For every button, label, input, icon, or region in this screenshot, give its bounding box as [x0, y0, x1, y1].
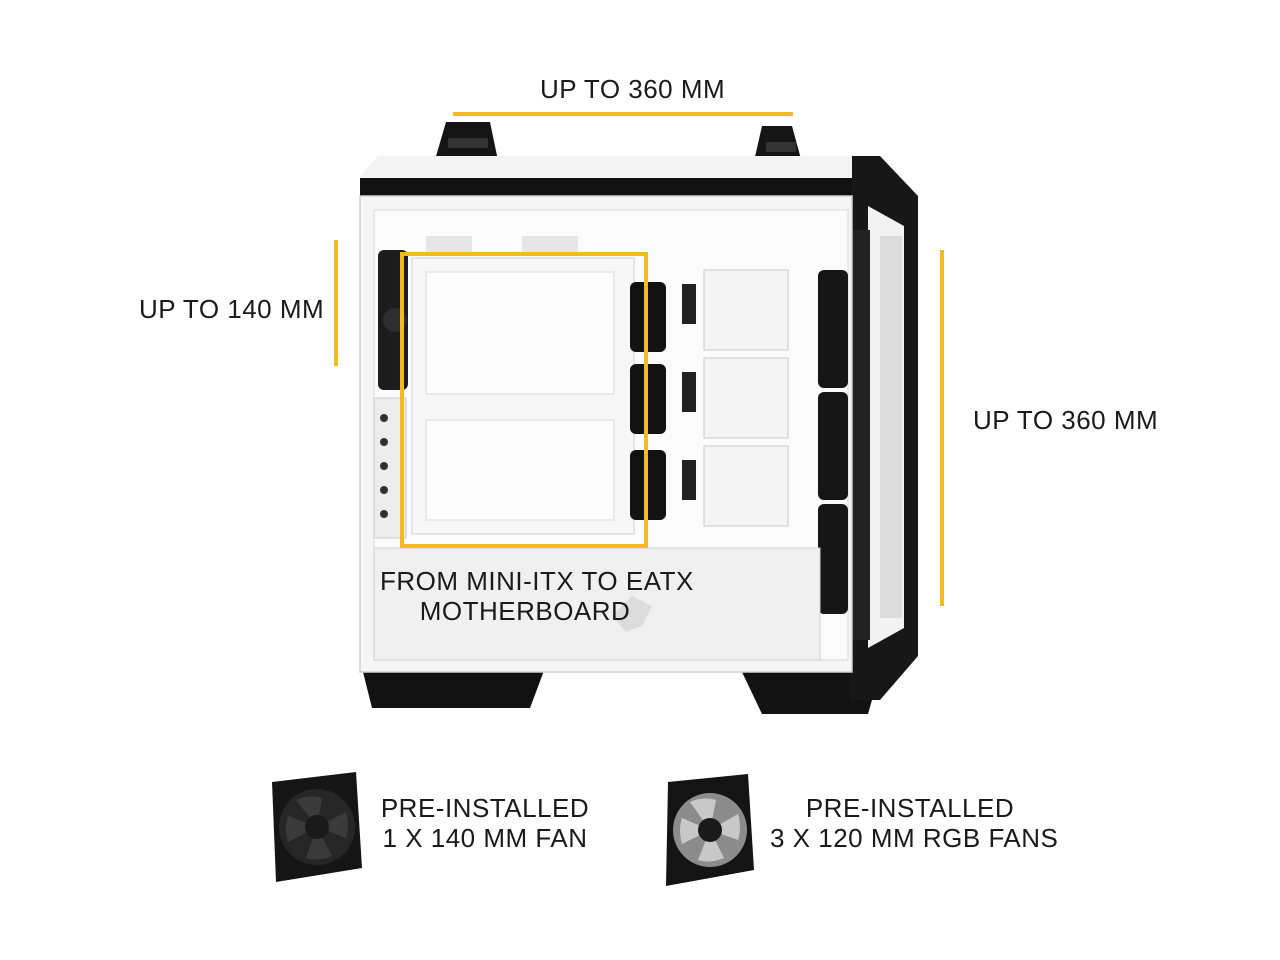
feature-fan-140-line1: PRE-INSTALLED — [380, 793, 590, 823]
case-front-panel — [850, 156, 918, 700]
psu-shroud — [373, 547, 821, 661]
feature-fan-120-rgb-label: PRE-INSTALLED 3 X 120 MM RGB FANS — [770, 793, 1059, 853]
feature-fan-120-rgb-line2: 3 X 120 MM RGB FANS — [770, 823, 1059, 853]
motherboard-label-line2: MOTHERBOARD — [419, 596, 631, 626]
case-foot-right — [742, 672, 880, 714]
motherboard-label: FROM MINI-ITX TO EATX MOTHERBOARD — [380, 566, 694, 626]
fan-black-icon — [272, 772, 362, 882]
top-dimension-bar — [453, 112, 793, 116]
motherboard-highlight-box — [400, 252, 648, 548]
front-dimension-bar — [940, 250, 944, 606]
rear-dimension-bar — [334, 240, 338, 366]
feature-fan-140-line2: 1 X 140 MM FAN — [382, 823, 588, 853]
case-foot-left — [362, 668, 545, 708]
front-fans — [818, 270, 848, 614]
drive-cages — [682, 269, 789, 527]
tuf-logo-icon — [612, 596, 652, 632]
rear-fan-label: UP TO 140 MM — [139, 294, 325, 324]
motherboard-tray — [411, 236, 635, 535]
feature-fan-120-rgb-line1: PRE-INSTALLED — [805, 793, 1015, 823]
feature-fan-140-label: PRE-INSTALLED 1 X 140 MM FAN — [380, 793, 590, 853]
fan-rgb-icon — [666, 774, 754, 886]
front-radiator-label: UP TO 360 MM — [973, 405, 1159, 435]
top-radiator-label: UP TO 360 MM — [540, 74, 726, 104]
motherboard-label-line1: FROM MINI-ITX TO EATX — [380, 566, 694, 596]
